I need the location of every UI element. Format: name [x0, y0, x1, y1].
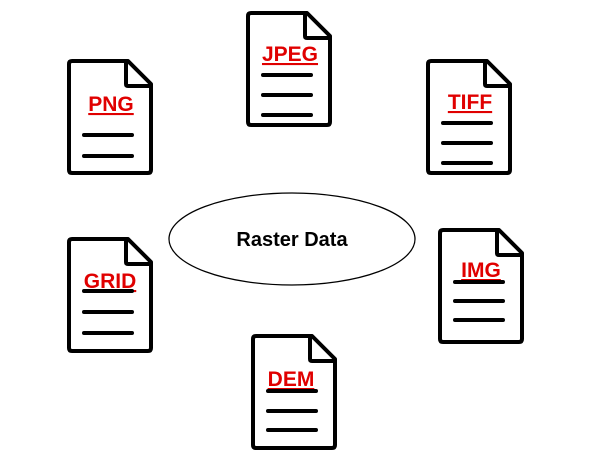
file-label-jpeg: JPEG — [262, 43, 318, 66]
file-label-grid: GRID — [84, 270, 137, 293]
document-icon — [67, 237, 153, 353]
file-label-img: IMG — [461, 259, 501, 282]
page-fold-icon — [308, 337, 334, 363]
document-icon — [67, 59, 153, 175]
file-node-dem: DEM — [251, 334, 337, 450]
file-node-png: PNG — [67, 59, 153, 175]
page-fold-icon — [483, 62, 509, 88]
page-fold-icon — [124, 240, 150, 266]
page-fold-icon — [495, 231, 521, 257]
file-label-dem: DEM — [268, 368, 315, 391]
center-ellipse — [168, 192, 416, 286]
document-icon — [426, 59, 512, 175]
document-icon — [438, 228, 524, 344]
page-fold-icon — [303, 14, 329, 40]
file-node-tiff: TIFF — [426, 59, 512, 175]
file-label-png: PNG — [88, 93, 134, 116]
file-node-img: IMG — [438, 228, 524, 344]
file-label-tiff: TIFF — [448, 91, 492, 114]
center-label: Raster Data — [236, 229, 348, 251]
page-fold-icon — [124, 62, 150, 88]
file-node-grid: GRID — [67, 237, 153, 353]
document-icon — [246, 11, 332, 127]
file-node-jpeg: JPEG — [246, 11, 332, 127]
center-node: Raster Data — [168, 192, 416, 286]
